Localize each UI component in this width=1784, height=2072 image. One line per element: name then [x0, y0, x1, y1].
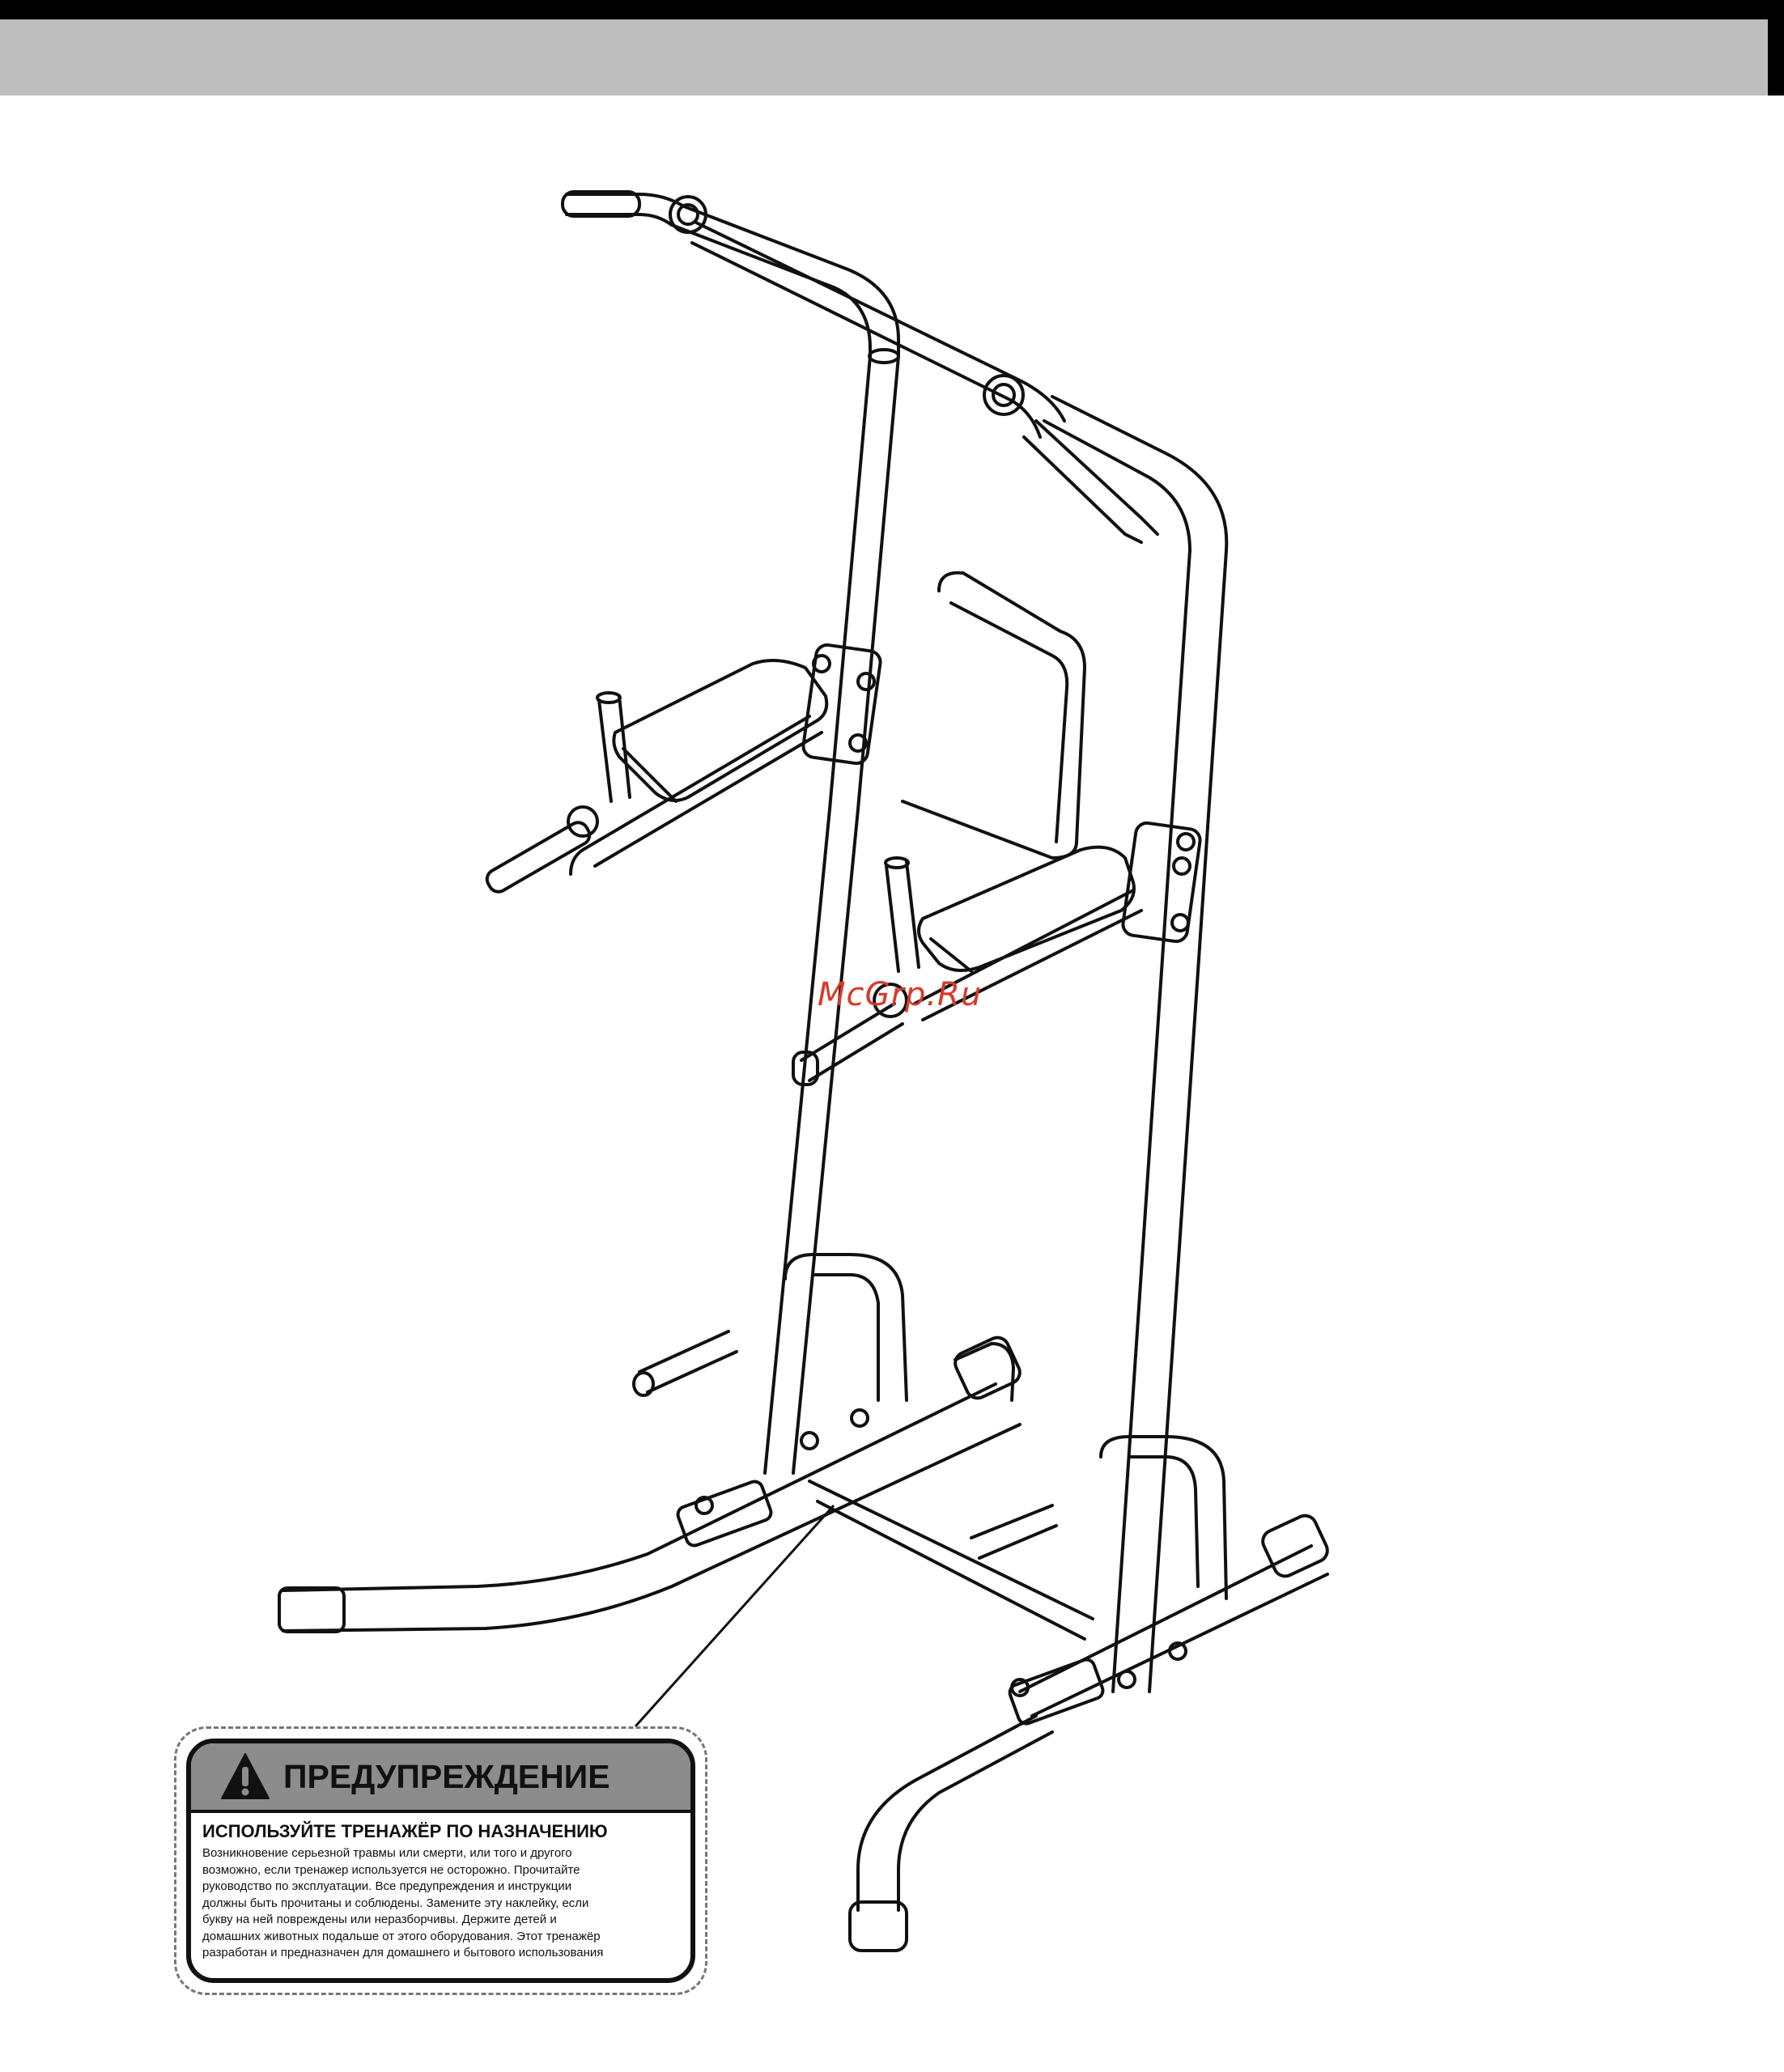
warning-header: ПРЕДУПРЕЖДЕНИЕ — [191, 1743, 690, 1813]
warning-sticker-frame: ПРЕДУПРЕЖДЕНИЕ ИСПОЛЬЗУЙТЕ ТРЕНАЖЁР ПО Н… — [186, 1739, 695, 1983]
warning-line: возможно, если тренажер используется не … — [202, 1862, 580, 1877]
warning-triangle-icon — [220, 1751, 270, 1802]
warning-title: ПРЕДУПРЕЖДЕНИЕ — [283, 1757, 610, 1795]
page-header-right-bar — [1768, 19, 1784, 78]
warning-body: ИСПОЛЬЗУЙТЕ ТРЕНАЖЁР ПО НАЗНАЧЕНИЮ Возни… — [191, 1813, 690, 1962]
warning-line: руководство по эксплуатации. Все предупр… — [202, 1879, 572, 1893]
warning-line: Возникновение серьезной травмы или смерт… — [202, 1846, 572, 1860]
warning-line: букву на ней повреждены или неразборчивы… — [202, 1913, 557, 1926]
warning-subtitle: ИСПОЛЬЗУЙТЕ ТРЕНАЖЁР ПО НАЗНАЧЕНИЮ — [202, 1821, 608, 1841]
warning-line: разработан и предназначен для домашнего … — [202, 1946, 604, 1959]
watermark-text: McGrp.Ru — [818, 976, 983, 1013]
warning-line: домашних животных подальше от этого обор… — [202, 1929, 601, 1943]
page-header-gray-strip — [0, 19, 1768, 96]
warning-sticker: ПРЕДУПРЕЖДЕНИЕ ИСПОЛЬЗУЙТЕ ТРЕНАЖЁР ПО Н… — [174, 1726, 707, 1995]
warning-text: Возникновение серьезной травмы или смерт… — [202, 1845, 679, 1962]
page-header-band — [0, 0, 1784, 96]
warning-line: должны быть прочитаны и соблюдены. Замен… — [202, 1896, 589, 1910]
